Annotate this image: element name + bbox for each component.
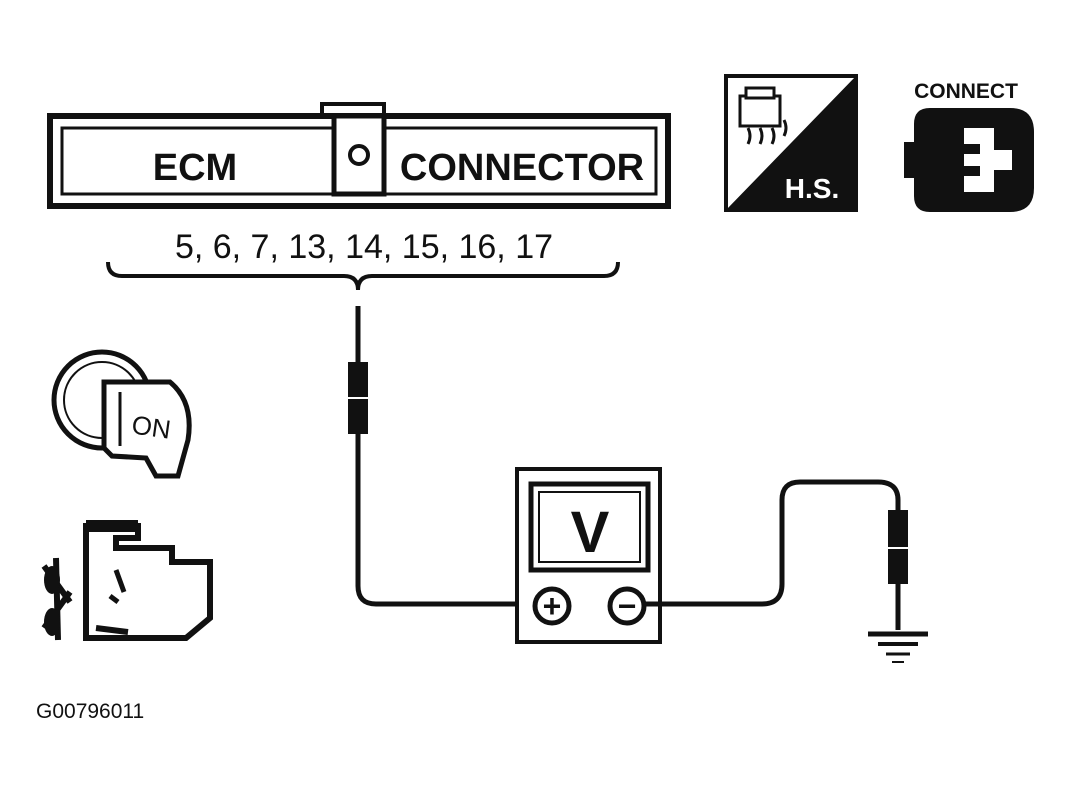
hs-label: H.S.: [785, 173, 839, 204]
ecm-connector: ECM CONNECTOR: [47, 102, 671, 209]
voltmeter-v-label: V: [571, 500, 610, 565]
connect-icon: CONNECT: [904, 80, 1034, 212]
negative-terminal: −: [607, 586, 647, 626]
pin-brace: [106, 261, 620, 291]
negative-lead: [644, 479, 908, 630]
figure-id: G00796011: [36, 700, 144, 723]
positive-terminal: +: [532, 586, 572, 626]
positive-symbol: +: [543, 588, 562, 624]
connector-label: CONNECTOR: [400, 147, 644, 189]
ignition-on-label: ON: [130, 410, 173, 445]
voltmeter: V + −: [515, 467, 662, 644]
ignition-key-icon: ON: [51, 349, 192, 479]
harness-side-icon: H.S.: [724, 74, 858, 212]
negative-symbol: −: [618, 588, 637, 624]
connector-lock-icon: [348, 144, 370, 166]
ecm-label: ECM: [153, 147, 237, 189]
ground-icon: [868, 631, 928, 663]
positive-lead: [348, 306, 524, 607]
engine-icon: [41, 520, 213, 641]
pin-numbers: 5, 6, 7, 13, 14, 15, 16, 17: [175, 228, 553, 266]
connect-label: CONNECT: [914, 80, 1018, 103]
